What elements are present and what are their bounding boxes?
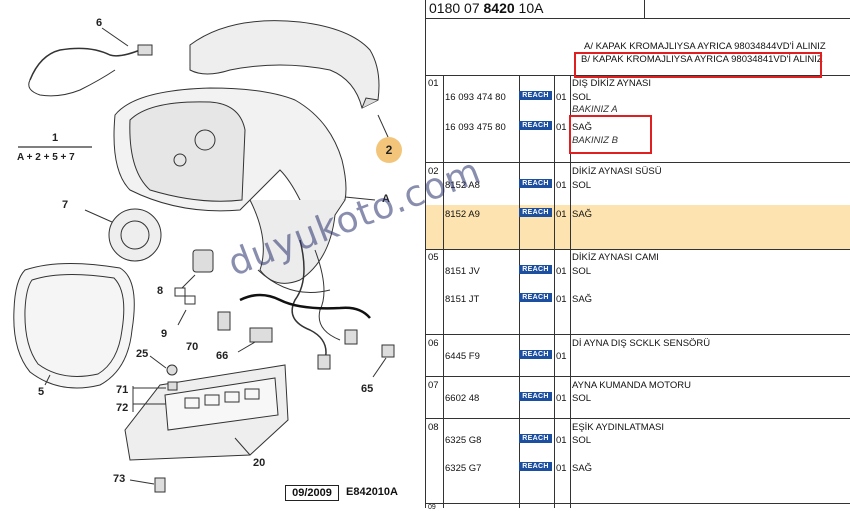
quantity: 01 — [556, 122, 567, 133]
section-number: 05 — [428, 252, 439, 263]
callout-6: 6 — [96, 17, 103, 29]
callout-20: 20 — [253, 457, 266, 469]
reach-badge: REACH — [519, 121, 552, 130]
part-number: 8151 JV — [445, 266, 480, 277]
section-number: 06 — [428, 338, 439, 349]
catalog-code: 0180 07 8420 10A — [429, 0, 544, 16]
quantity: 01 — [556, 92, 567, 103]
side: SAĞ — [572, 463, 593, 474]
callout-7: 7 — [62, 199, 69, 211]
section-number: 01 — [428, 78, 439, 89]
parts-table: 0180 07 8420 10A A/ KAPAK KROMAJLIYSA AY… — [426, 0, 850, 511]
diagram-code: E842010A — [346, 486, 398, 498]
part-number: 6325 G8 — [445, 435, 482, 446]
callout-71: 71 — [116, 384, 129, 396]
quantity: 01 — [556, 463, 567, 474]
callout-9: 9 — [161, 328, 168, 340]
section-title: EŞİK AYDINLATMASI — [572, 422, 665, 433]
callout-formula: A + 2 + 5 + 7 — [17, 152, 75, 163]
reach-badge: REACH — [519, 434, 552, 443]
note-a: A/ KAPAK KROMAJLIYSA AYRICA 98034844VD'İ… — [584, 41, 826, 52]
side: SOL — [572, 393, 592, 404]
callout-70: 70 — [186, 341, 199, 353]
parts-diagram: 6 1 A + 2 + 5 + 7 2 A 7 8 9 70 66 65 5 2… — [0, 0, 425, 508]
callout-65: 65 — [361, 383, 374, 395]
reach-badge: REACH — [519, 350, 552, 359]
section-title: DİKİZ AYNASI CAMI — [572, 252, 659, 263]
side: SAĞ — [572, 209, 593, 220]
side: SOL — [572, 92, 592, 103]
section-title: DIŞ DİKİZ AYNASI — [572, 78, 652, 89]
note-ref: BAKINIZ B — [572, 135, 618, 146]
quantity: 01 — [556, 393, 567, 404]
section-number: 02 — [428, 166, 439, 177]
section-title: AYNA KUMANDA MOTORU — [572, 380, 691, 391]
part-number: 8151 JT — [445, 294, 480, 305]
quantity: 01 — [556, 351, 567, 362]
reach-badge: REACH — [519, 91, 552, 100]
side: SOL — [572, 435, 592, 446]
note-b: B/ KAPAK KROMAJLIYSA AYRICA 98034841VD'İ… — [581, 54, 823, 65]
reach-badge: REACH — [519, 293, 552, 302]
reach-badge: REACH — [519, 265, 552, 274]
quantity: 01 — [556, 180, 567, 191]
section-number: 08 — [428, 422, 439, 433]
callout-8: 8 — [157, 285, 164, 297]
section-title: DİKİZ AYNASI SÜSÜ — [572, 166, 662, 177]
part-number: 16 093 475 80 — [445, 122, 506, 133]
reach-badge: REACH — [519, 179, 552, 188]
quantity: 01 — [556, 209, 567, 220]
part-number: 8152 A8 — [445, 180, 480, 191]
quantity: 01 — [556, 435, 567, 446]
table-header: 0180 07 8420 10A — [426, 0, 850, 19]
callout-2-badge: 2 — [376, 137, 402, 163]
reach-badge: REACH — [519, 392, 552, 401]
callout-25: 25 — [136, 348, 149, 360]
note-ref: BAKINIZ A — [572, 104, 618, 115]
side: SAĞ — [572, 122, 593, 133]
reach-badge: REACH — [519, 462, 552, 471]
column-divider — [425, 0, 426, 508]
part-number: 6445 F9 — [445, 351, 480, 362]
highlighted-row — [426, 205, 850, 249]
mirror-exploded-drawing — [13, 20, 395, 493]
callout-73: 73 — [113, 473, 126, 485]
highlight-sag-box — [569, 115, 652, 154]
callout-72: 72 — [116, 402, 129, 414]
quantity: 01 — [556, 294, 567, 305]
side: SOL — [572, 180, 592, 191]
quantity: 01 — [556, 266, 567, 277]
side: SOL — [572, 266, 592, 277]
callout-1: 1 — [52, 132, 59, 144]
section-title: Dİ AYNA DIŞ SCKLK SENSÖRÜ — [572, 338, 711, 349]
part-number: 16 093 474 80 — [445, 92, 506, 103]
part-number: 8152 A9 — [445, 209, 480, 220]
callout-A: A — [382, 193, 390, 205]
diagram-date: 09/2009 — [285, 485, 339, 501]
notes-block: A/ KAPAK KROMAJLIYSA AYRICA 98034844VD'İ… — [426, 18, 850, 76]
side: SAĞ — [572, 294, 593, 305]
highlight-note-b-box — [574, 52, 822, 78]
part-number: 6325 G7 — [445, 463, 482, 474]
callout-66: 66 — [216, 350, 229, 362]
section-number: 07 — [428, 380, 439, 391]
part-number: 6602 48 — [445, 393, 480, 404]
callout-5: 5 — [38, 386, 45, 398]
reach-badge: REACH — [519, 208, 552, 217]
